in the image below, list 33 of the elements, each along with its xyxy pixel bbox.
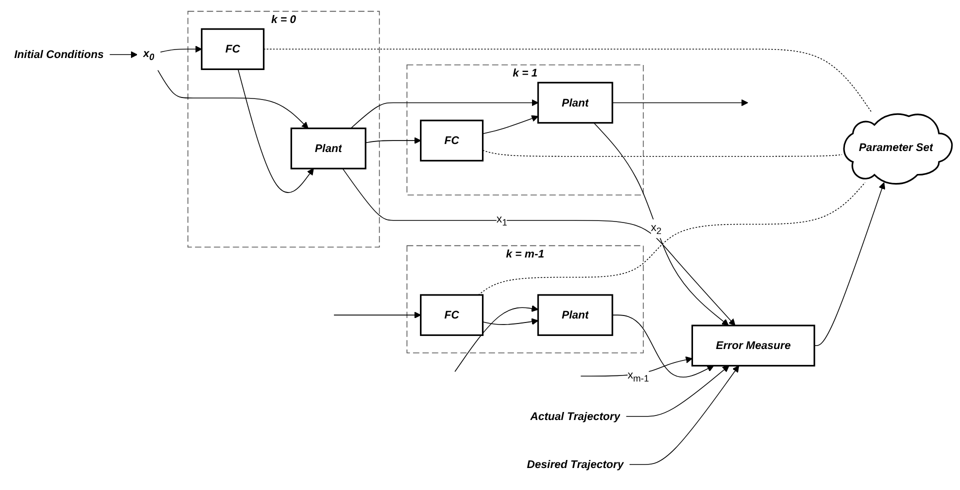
arrow xyxy=(814,182,886,346)
arrow xyxy=(482,115,538,134)
arrow xyxy=(593,122,729,326)
arrow xyxy=(612,99,748,106)
arrow xyxy=(628,365,739,465)
node-text: Actual Trajectory xyxy=(530,410,620,422)
arrow xyxy=(482,318,538,326)
arrow xyxy=(626,365,730,417)
arrow xyxy=(454,305,538,372)
arrow xyxy=(109,51,138,58)
edge-label: x$_{1}$ xyxy=(496,212,508,228)
node-box: Plant xyxy=(290,128,366,170)
node-box: Error Measure xyxy=(691,324,815,366)
arrow xyxy=(160,46,202,53)
arrow xyxy=(350,99,538,129)
arrow xyxy=(333,312,421,319)
arrow xyxy=(157,70,308,129)
node-text: Initial Conditions xyxy=(14,48,104,61)
node-box: FC xyxy=(420,120,484,162)
edge-label: x$_{m-1}$ xyxy=(627,368,649,384)
arrow xyxy=(580,356,692,377)
node-box: FC xyxy=(200,28,264,70)
arrow xyxy=(342,168,736,326)
node-box: Plant xyxy=(537,82,614,124)
node-box: Plant xyxy=(537,294,614,336)
edge-label: x$_{2}$ xyxy=(650,220,662,236)
arrow xyxy=(238,68,314,193)
connector xyxy=(478,182,866,296)
arrow xyxy=(365,137,421,144)
node-box: FC xyxy=(420,294,484,336)
arrow xyxy=(612,314,714,378)
node-text: x$_{0}$ xyxy=(143,46,154,62)
node-text: Desired Trajectory xyxy=(526,458,624,470)
